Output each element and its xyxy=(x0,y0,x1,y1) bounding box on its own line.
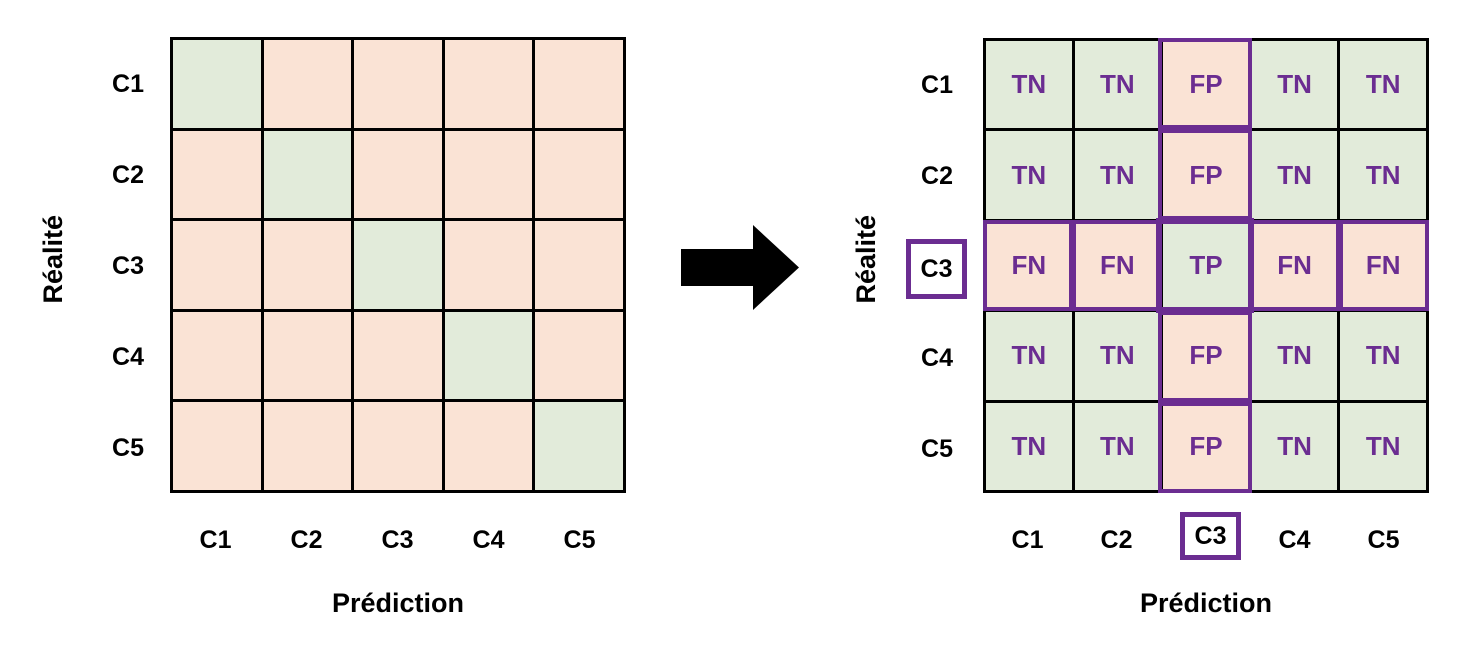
left-cell-c1-c4 xyxy=(444,40,533,128)
right-cell-c3-c4: FN xyxy=(1251,221,1338,310)
right-cell-c4-c2: TN xyxy=(1074,312,1161,400)
left-cell-c1-c2 xyxy=(263,40,352,128)
right-y-axis-label: Réalité xyxy=(851,215,881,304)
left-row-label-c2: C2 xyxy=(112,161,144,189)
left-cell-c1-c5 xyxy=(535,40,623,128)
right-cell-c1-c4: TN xyxy=(1251,41,1338,129)
right-cell-c2-c4: TN xyxy=(1251,131,1338,219)
right-cell-c1-c1: TN xyxy=(986,41,1072,129)
right-cell-c1-c2: TN xyxy=(1074,41,1161,129)
right-cell-c4-c1: TN xyxy=(986,312,1072,400)
right-cell-c5-c1: TN xyxy=(986,402,1072,490)
right-col-label-c4: C4 xyxy=(1278,526,1311,554)
right-row-label-c4: C4 xyxy=(921,344,953,372)
left-confusion-matrix xyxy=(170,37,626,493)
left-cell-c4-c3 xyxy=(354,311,442,400)
left-cell-c2-c1 xyxy=(173,130,261,219)
left-col-label-c2: C2 xyxy=(290,526,323,554)
left-y-axis-label: Réalité xyxy=(38,215,68,304)
left-cell-c2-c2 xyxy=(263,130,352,219)
left-cell-c4-c2 xyxy=(263,311,352,400)
right-cell-c3-c3: TP xyxy=(1163,221,1249,310)
right-cell-c2-c3: FP xyxy=(1163,131,1249,219)
left-cell-c3-c4 xyxy=(444,221,533,309)
left-cell-c5-c2 xyxy=(263,402,352,490)
left-row-label-c1: C1 xyxy=(112,70,144,98)
right-arrow-icon xyxy=(681,225,799,310)
left-cell-c3-c2 xyxy=(263,221,352,309)
right-cell-c4-c3: FP xyxy=(1163,312,1249,400)
right-cell-c4-c5: TN xyxy=(1340,312,1426,400)
left-cell-c4-c1 xyxy=(173,311,261,400)
left-cell-c3-c1 xyxy=(173,221,261,309)
right-cell-c5-c4: TN xyxy=(1251,402,1338,490)
right-confusion-matrix: TN TN FP TN TN TN TN FP TN TN FN FN TP F… xyxy=(983,38,1429,493)
left-row-label-c5: C5 xyxy=(112,434,144,462)
left-cell-c3-c3 xyxy=(354,221,442,309)
left-cell-c4-c5 xyxy=(535,311,623,400)
right-cell-c5-c5: TN xyxy=(1340,402,1426,490)
right-cell-c5-c2: TN xyxy=(1074,402,1161,490)
left-col-label-c3: C3 xyxy=(381,526,414,554)
right-row-label-c1: C1 xyxy=(921,71,953,99)
right-cell-c2-c1: TN xyxy=(986,131,1072,219)
left-x-axis-label: Prédiction xyxy=(331,588,465,618)
left-cell-c5-c4 xyxy=(444,402,533,490)
left-col-label-c1: C1 xyxy=(199,526,232,554)
right-cell-c3-c2: FN xyxy=(1074,221,1161,310)
right-cell-c2-c2: TN xyxy=(1074,131,1161,219)
right-cell-c4-c4: TN xyxy=(1251,312,1338,400)
left-row-label-c4: C4 xyxy=(112,343,144,371)
right-row-label-c3-highlighted: C3 xyxy=(906,239,967,299)
right-row-label-c5: C5 xyxy=(921,435,953,463)
right-x-axis-label: Prédiction xyxy=(1139,588,1273,618)
right-col-label-c3-highlighted: C3 xyxy=(1180,512,1241,560)
left-cell-c2-c4 xyxy=(444,130,533,219)
right-col-label-c2: C2 xyxy=(1100,526,1133,554)
left-cell-c5-c1 xyxy=(173,402,261,490)
left-col-label-c5: C5 xyxy=(563,526,596,554)
left-cell-c1-c1 xyxy=(173,40,261,128)
left-cell-c2-c3 xyxy=(354,130,442,219)
left-cell-c4-c4 xyxy=(444,311,533,400)
right-cell-c3-c5: FN xyxy=(1340,221,1426,310)
left-col-label-c4: C4 xyxy=(472,526,505,554)
left-cell-c5-c5 xyxy=(535,402,623,490)
right-cell-c2-c5: TN xyxy=(1340,131,1426,219)
right-row-label-c2: C2 xyxy=(921,162,953,190)
left-cell-c2-c5 xyxy=(535,130,623,219)
left-row-label-c3: C3 xyxy=(112,252,144,280)
left-cell-c5-c3 xyxy=(354,402,442,490)
left-cell-c1-c3 xyxy=(354,40,442,128)
right-cell-c3-c1: FN xyxy=(986,221,1072,310)
right-cell-c1-c3: FP xyxy=(1163,41,1249,129)
right-col-label-c1: C1 xyxy=(1011,526,1044,554)
right-cell-c5-c3: FP xyxy=(1163,402,1249,490)
left-cell-c3-c5 xyxy=(535,221,623,309)
right-cell-c1-c5: TN xyxy=(1340,41,1426,129)
right-col-label-c5: C5 xyxy=(1367,526,1400,554)
